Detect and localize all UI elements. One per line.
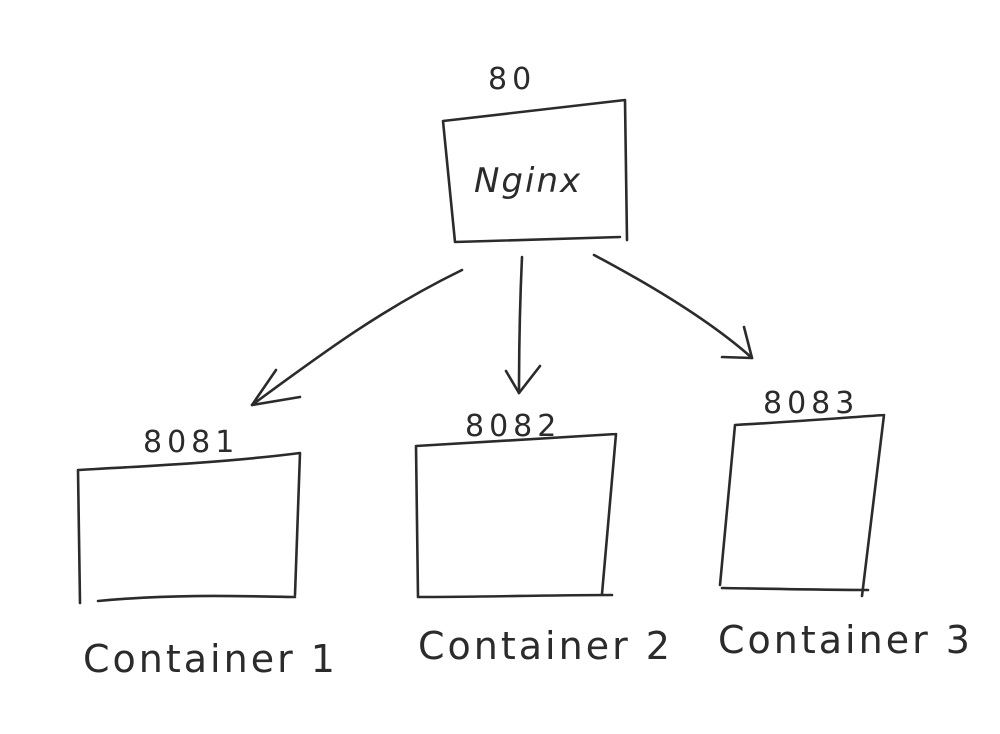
nginx-node: 80 Nginx xyxy=(441,62,629,244)
container-2-node: 8082 Container 2 xyxy=(414,409,673,668)
arrowhead-container-3 xyxy=(720,325,754,360)
container-3-label: Container 3 xyxy=(718,618,973,662)
container-1-label: Container 1 xyxy=(83,637,338,681)
nginx-port-label: 80 xyxy=(488,62,536,97)
container-1-box xyxy=(76,451,302,605)
container-2-box xyxy=(414,432,618,599)
nginx-label: Nginx xyxy=(474,161,582,201)
container-3-node: 8083 Container 3 xyxy=(718,386,973,662)
arrow-to-container-1 xyxy=(250,268,464,407)
arrowhead-container-2 xyxy=(504,364,542,395)
container-2-label: Container 2 xyxy=(418,624,673,668)
arrow-to-container-2 xyxy=(517,255,524,395)
arrow-to-container-3 xyxy=(592,253,754,360)
routing-arrows xyxy=(250,253,754,407)
container-3-box xyxy=(718,413,886,598)
container-1-port-label: 8081 xyxy=(143,425,239,460)
container-3-port-label: 8083 xyxy=(763,386,859,421)
arrowhead-container-1 xyxy=(250,368,302,407)
container-1-node: 8081 Container 1 xyxy=(76,425,338,681)
nginx-box xyxy=(441,98,629,244)
